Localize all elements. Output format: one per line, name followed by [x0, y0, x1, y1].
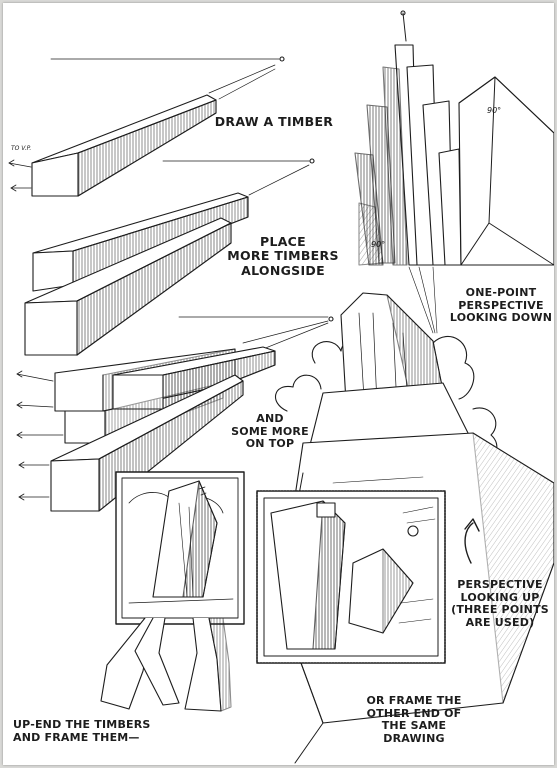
perspective-drawing: 90° 90°: [8, 10, 554, 764]
caption-perspective-looking-up: PERSPECTIVE LOOKING UP (THREE POINTS ARE…: [451, 578, 549, 629]
caption-place-more-timbers: PLACE MORE TIMBERS ALONGSIDE: [227, 234, 339, 278]
caption-draw-a-timber: DRAW A TIMBER: [214, 114, 334, 129]
angle-label-top: 90°: [487, 106, 501, 115]
tower-looking-down: 90° 90°: [354, 10, 554, 334]
caption-some-more-on-top: AND SOME MORE ON TOP: [231, 412, 309, 451]
timber-single: [8, 56, 285, 197]
to-vp-label: TO V.P.: [11, 145, 32, 152]
framed-picture-left: [100, 471, 245, 712]
timbers-alongside: [24, 158, 315, 356]
framed-picture-right: [256, 490, 446, 664]
caption-up-end-timbers: UP-END THE TIMBERS AND FRAME THEM—: [13, 718, 151, 744]
illustration-page: 90° 90°: [3, 3, 554, 765]
caption-one-point-perspective: ONE-POINT PERSPECTIVE LOOKING DOWN: [449, 286, 553, 325]
caption-or-frame-the-other-end: OR FRAME THE OTHER END OF THE SAME DRAWI…: [366, 694, 462, 745]
